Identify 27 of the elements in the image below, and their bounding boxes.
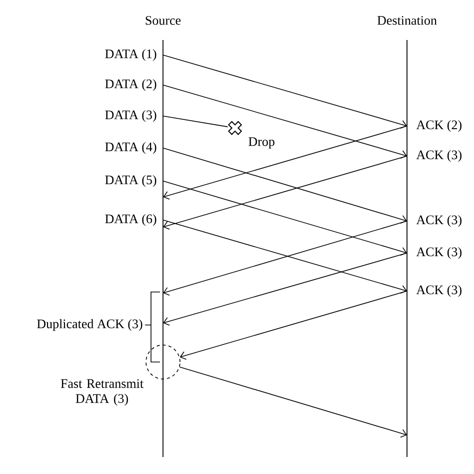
node-label: Source <box>146 16 181 25</box>
arrow <box>162 148 407 224</box>
message-label: DATA (6) <box>105 214 156 226</box>
arrow <box>162 54 407 129</box>
note: Fast Retransmit DATA (3) <box>60 379 144 406</box>
bracket-label: Duplicated ACK (3) <box>37 319 142 331</box>
arrow <box>180 290 408 360</box>
dashed-circle <box>146 344 180 380</box>
message-label: ACK (3) <box>416 247 462 259</box>
note: Drop <box>248 137 274 149</box>
node-label: Destination <box>377 16 437 25</box>
message-label: DATA (4) <box>105 142 156 154</box>
arrow <box>179 366 407 438</box>
message-label: DATA (1) <box>105 49 156 61</box>
arrow <box>163 126 408 200</box>
arrow <box>162 180 407 256</box>
message-label: ACK (3) <box>416 285 462 297</box>
arrow <box>162 84 407 159</box>
message-label: ACK (2) <box>416 120 462 132</box>
message-label: ACK (3) <box>416 215 462 227</box>
drop-cross <box>228 120 242 136</box>
arrow <box>163 156 408 230</box>
message-label: DATA (2) <box>105 79 156 91</box>
message-label: ACK (3) <box>416 150 462 162</box>
message-label: DATA (3) <box>105 110 156 122</box>
arrow <box>163 252 408 326</box>
message-label: DATA (5) <box>105 175 156 187</box>
